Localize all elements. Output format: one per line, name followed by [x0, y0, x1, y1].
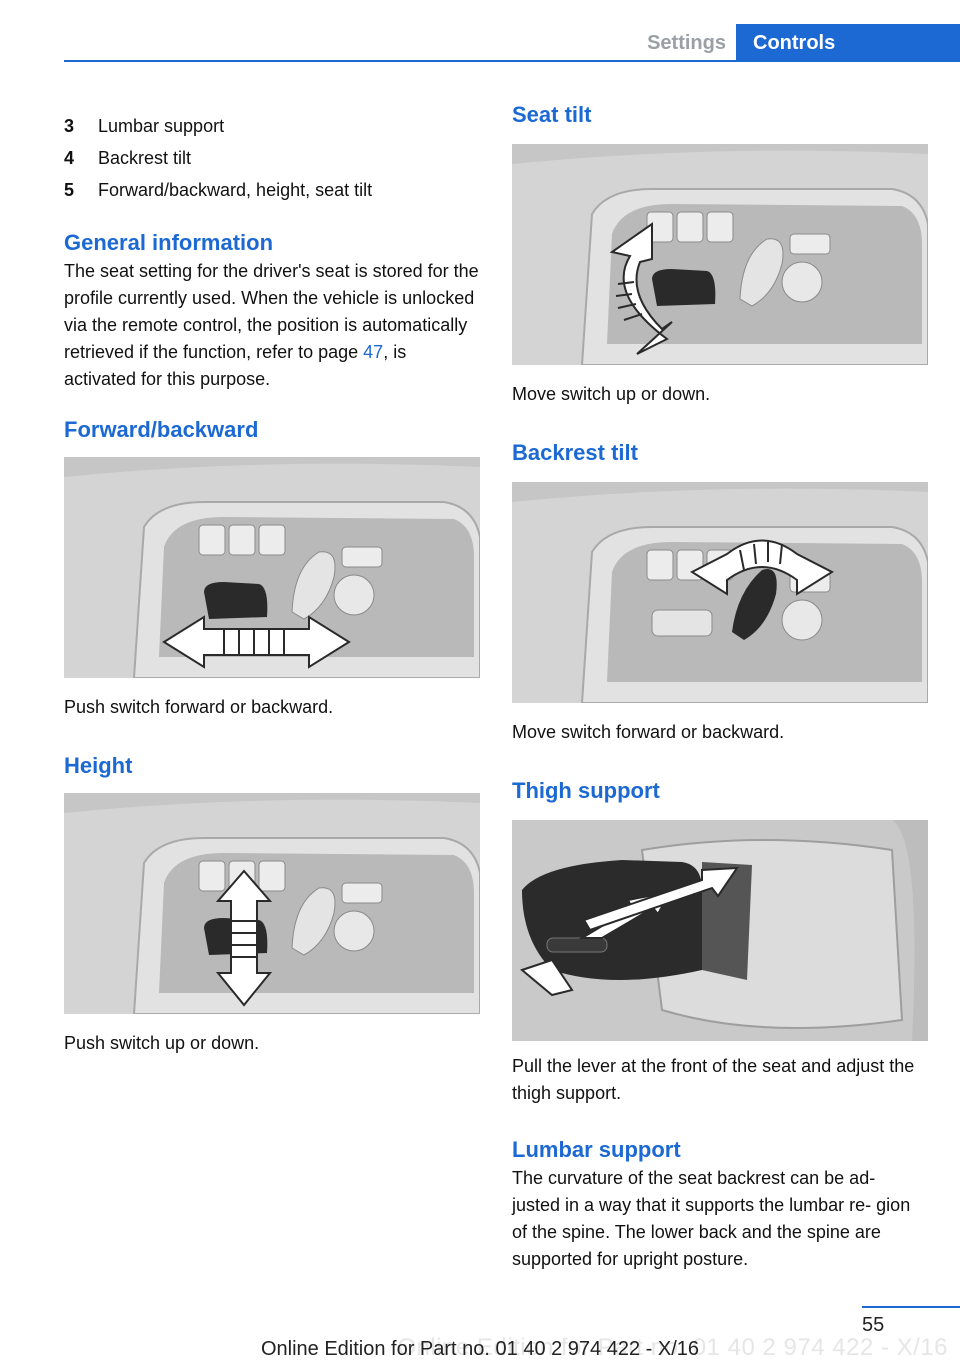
- backrest-tilt-caption: Move switch forward or backward.: [512, 722, 785, 742]
- forward-backward-figure: [64, 457, 480, 678]
- seat-tilt-caption: Move switch up or down.: [512, 384, 711, 404]
- thigh-support-figure: [512, 820, 928, 1041]
- list-item: 5 Forward/backward, height, seat tilt: [64, 174, 480, 206]
- list-item-number: 4: [64, 148, 75, 168]
- heading-thigh-support: Thigh support: [512, 778, 660, 803]
- numbered-list: 3 Lumbar support 4 Backrest tilt 5 Forwa…: [64, 110, 480, 206]
- height-figure: [64, 793, 480, 1014]
- thigh-support-caption: Pull the lever at the front of the seat …: [512, 1056, 915, 1103]
- right-column: Seat tilt Move switch up or down. Backre…: [512, 100, 928, 1273]
- header-rule: [64, 60, 960, 62]
- heading-general-information: General information: [64, 230, 274, 255]
- general-information-text-part: The seat setting for the driver's seat i…: [64, 261, 479, 362]
- list-item-label: Lumbar support: [98, 116, 225, 136]
- page-number: 55: [862, 1314, 885, 1336]
- list-item: 3 Lumbar support: [64, 110, 480, 142]
- list-item-label: Forward/backward, height, seat tilt: [98, 180, 373, 200]
- list-item: 4 Backrest tilt: [64, 142, 480, 174]
- seat-tilt-figure: [512, 144, 928, 365]
- footer-edition: Online Edition for Part no. 01 40 2 974 …: [260, 1338, 700, 1360]
- left-column: 3 Lumbar support 4 Backrest tilt 5 Forwa…: [64, 110, 480, 1057]
- watermark: Online Edition for Part no. 01 40 2 974 …: [397, 1334, 948, 1361]
- forward-backward-caption: Push switch forward or backward.: [64, 697, 334, 717]
- heading-backrest-tilt: Backrest tilt: [512, 440, 638, 465]
- height-caption: Push switch up or down.: [64, 1033, 260, 1053]
- lumbar-support-text: The curvature of the seat backrest can b…: [512, 1168, 911, 1269]
- heading-seat-tilt: Seat tilt: [512, 102, 592, 127]
- general-information-text: The seat setting for the driver's seat i…: [64, 258, 480, 393]
- heading-forward-backward: Forward/backward: [64, 417, 259, 442]
- footer-rule: [862, 1306, 960, 1308]
- list-item-number: 5: [64, 180, 75, 200]
- heading-lumbar-support: Lumbar support: [512, 1137, 681, 1162]
- tab-settings[interactable]: Settings: [647, 32, 726, 54]
- general-information-text-part: , is activated for this purpose.: [64, 342, 407, 389]
- page-link[interactable]: 47: [363, 342, 384, 362]
- backrest-tilt-figure: [512, 482, 928, 703]
- heading-height: Height: [64, 753, 133, 778]
- list-item-label: Backrest tilt: [98, 148, 192, 168]
- list-item-number: 3: [64, 116, 75, 136]
- tab-controls[interactable]: Controls: [736, 24, 960, 62]
